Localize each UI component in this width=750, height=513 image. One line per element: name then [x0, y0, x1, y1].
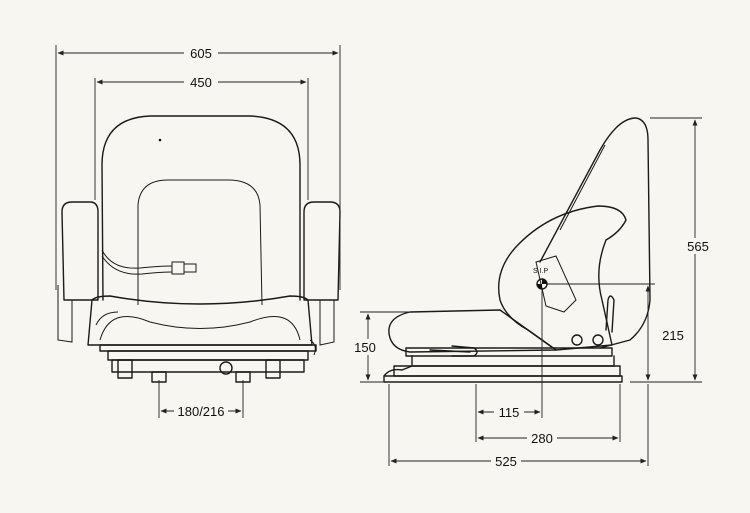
- side-base-top: [405, 347, 613, 357]
- front-base-top: [99, 344, 317, 352]
- dim-rail-label: 180/216: [178, 404, 225, 419]
- dim-150-label: 150: [354, 340, 376, 355]
- side-dimensions: 565 215 150 115 280 525: [352, 117, 713, 469]
- dim-215-label: 215: [662, 328, 684, 343]
- side-adjust-lever: [605, 295, 615, 333]
- front-dimensions: 605 450 180/216: [55, 45, 341, 419]
- front-adjust-cable: [101, 249, 173, 269]
- side-seat-pan: [497, 205, 627, 351]
- front-seat-cushion: [87, 295, 313, 346]
- front-backrest-panel: [137, 179, 263, 306]
- side-backrest-outline: [539, 117, 651, 349]
- dim-280-label: 280: [531, 431, 553, 446]
- side-seat-cushion: [388, 309, 557, 353]
- dim-525-label: 525: [495, 454, 517, 469]
- dim-115-label: 115: [499, 405, 520, 420]
- dim-565-label: 565: [687, 239, 709, 254]
- side-view: S.I.P: [383, 117, 651, 383]
- dim-450-label: 450: [190, 75, 212, 90]
- front-view: [57, 115, 341, 383]
- front-backrest-outline: [101, 115, 301, 301]
- dim-605-label: 605: [190, 46, 212, 61]
- sip-label: S.I.P: [533, 268, 549, 275]
- front-left-armrest: [61, 201, 99, 301]
- front-right-armrest: [303, 201, 341, 301]
